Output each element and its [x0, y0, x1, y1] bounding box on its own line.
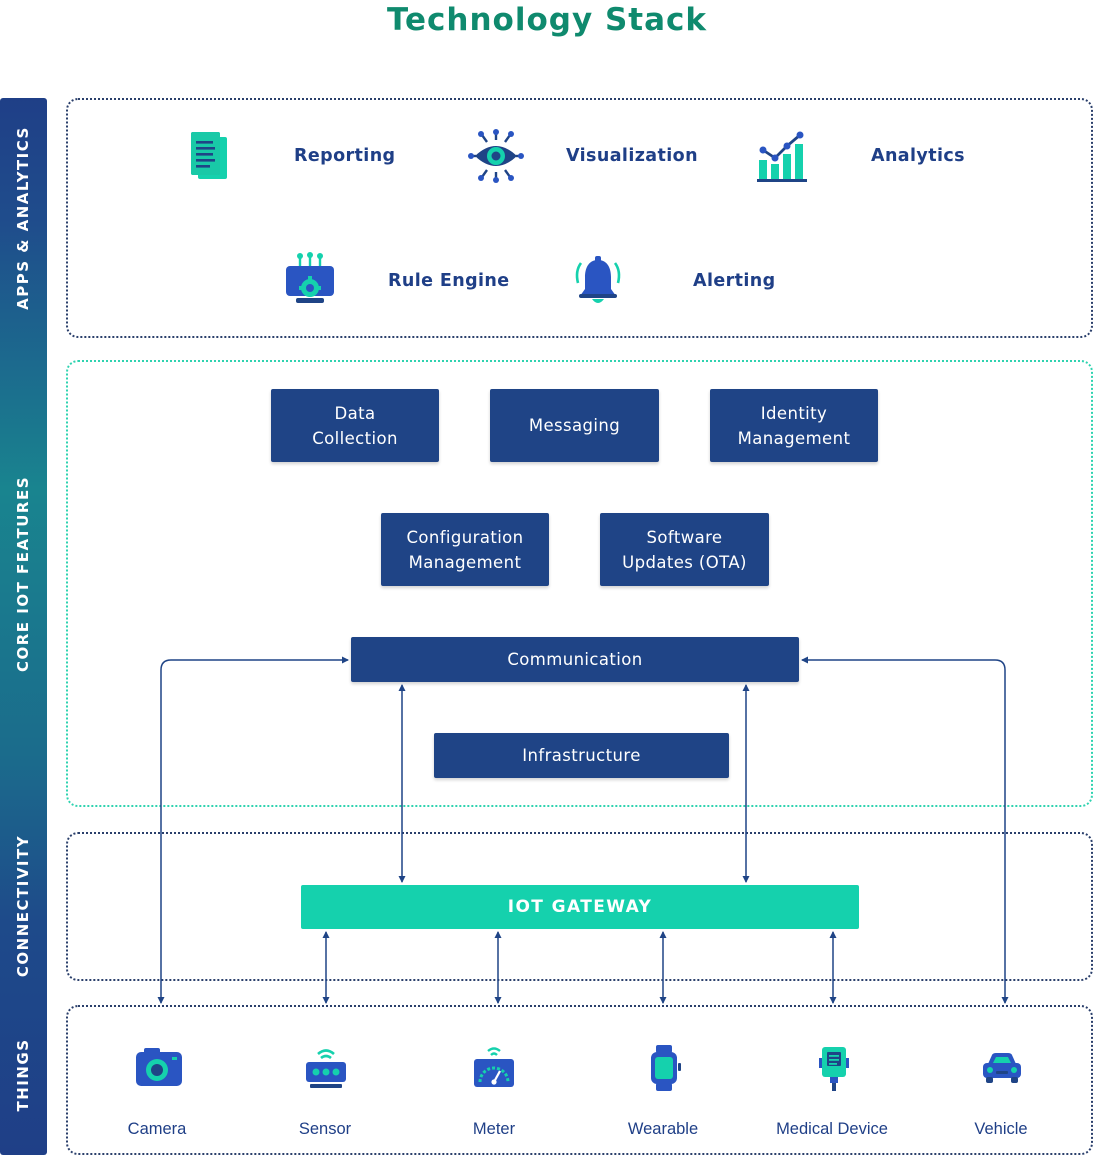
- feature-infrastructure: Infrastructure: [434, 733, 729, 778]
- camera-icon: [136, 1048, 182, 1086]
- layer-label-things: THINGS: [14, 1038, 32, 1112]
- bell-alert-icon: [575, 256, 621, 303]
- layer-label-core: CORE IOT FEATURES: [14, 475, 32, 673]
- thing-sensor-label: Sensor: [298, 1120, 352, 1138]
- app-alerting-label: Alerting: [693, 271, 776, 291]
- iot-gateway-bar: IOT GATEWAY: [301, 885, 859, 929]
- connectivity-section: [66, 832, 1093, 981]
- app-visualization-label: Visualization: [566, 146, 698, 166]
- report-document-icon: [191, 132, 227, 179]
- thing-camera-label: Camera: [127, 1120, 187, 1138]
- medical-device-icon: [819, 1047, 849, 1091]
- smartwatch-icon: [651, 1045, 681, 1091]
- sensor-icon: [306, 1049, 346, 1088]
- feature-software-updates: Software Updates (OTA): [600, 513, 769, 586]
- car-icon: [983, 1053, 1021, 1083]
- feature-identity-management: Identity Management: [710, 389, 878, 462]
- layer-label-connectivity: CONNECTIVITY: [14, 834, 32, 978]
- layer-label-apps: APPS & ANALYTICS: [14, 126, 32, 310]
- feature-configuration-management: Configuration Management: [381, 513, 549, 586]
- feature-messaging: Messaging: [490, 389, 659, 462]
- thing-wearable-label: Wearable: [627, 1120, 699, 1138]
- feature-data-collection: Data Collection: [271, 389, 439, 462]
- eye-network-icon: [468, 129, 524, 183]
- bar-chart-trend-icon: [757, 131, 807, 182]
- app-rule-engine-label: Rule Engine: [388, 271, 510, 291]
- app-reporting-label: Reporting: [294, 146, 396, 166]
- feature-communication: Communication: [351, 637, 799, 682]
- page-title: Technology Stack: [386, 2, 708, 38]
- core-iot-features-section: [66, 360, 1093, 807]
- thing-meter-label: Meter: [472, 1120, 516, 1138]
- thing-vehicle-label: Vehicle: [974, 1120, 1028, 1138]
- thing-medical-device-label: Medical Device: [776, 1120, 888, 1138]
- things-section: [66, 1005, 1093, 1155]
- apps-analytics-section: [66, 98, 1093, 338]
- app-analytics-label: Analytics: [871, 146, 965, 166]
- rule-engine-gear-icon: [286, 252, 334, 303]
- layer-sidebar: APPS & ANALYTICS CORE IOT FEATURES CONNE…: [0, 98, 47, 1155]
- meter-gauge-icon: [474, 1047, 514, 1087]
